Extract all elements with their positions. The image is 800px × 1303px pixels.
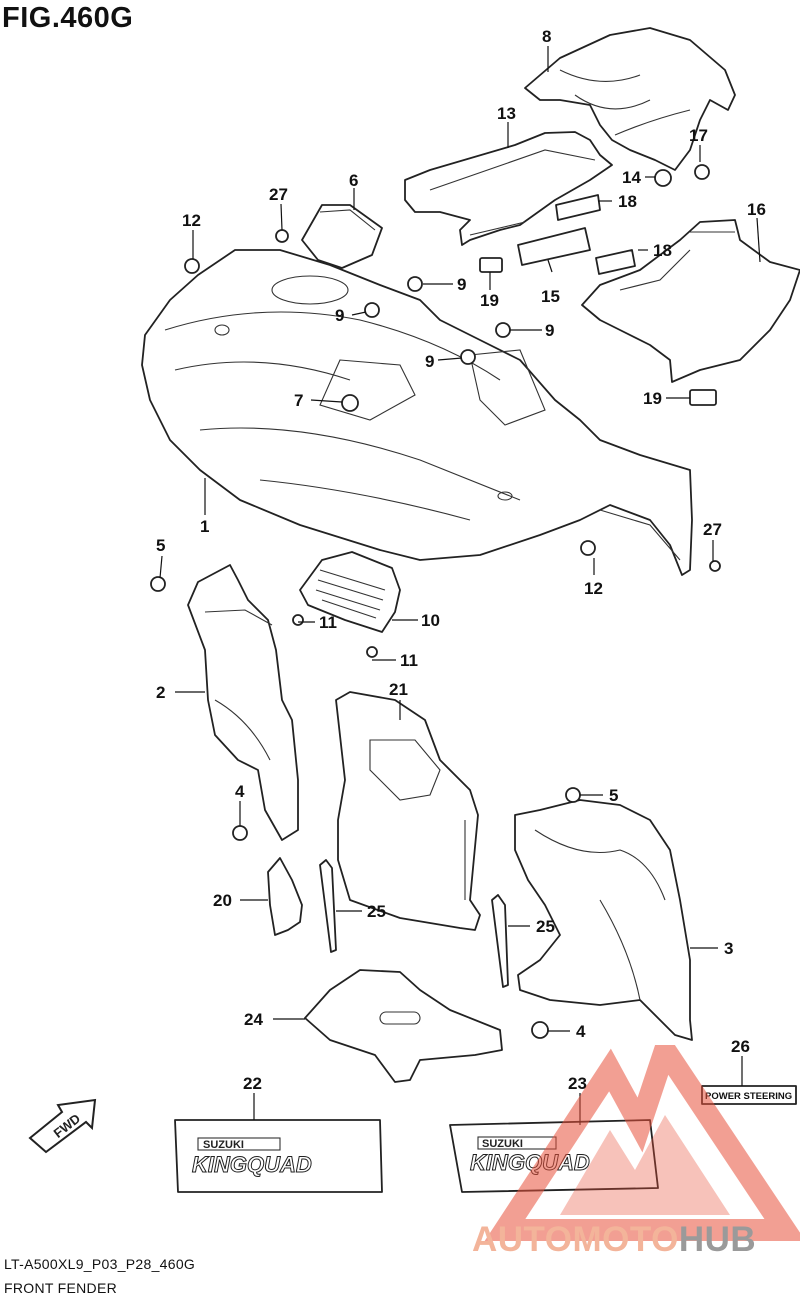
part-15-pad <box>517 227 591 266</box>
callout-19: 19 <box>480 291 499 310</box>
part-21-flap <box>335 691 481 931</box>
power-steering-text: POWER STEERING <box>705 1091 792 1102</box>
decal-22-brand: SUZUKI <box>203 1139 244 1151</box>
watermark-text-part1: AUTOMOTO <box>472 1220 679 1259</box>
part-16-panel <box>581 219 800 383</box>
callout-numbers: 8 13 17 14 18 16 18 15 19 19 27 6 12 9 9… <box>156 27 766 1093</box>
part-6-cover <box>301 204 383 269</box>
callout-21: 21 <box>389 680 408 699</box>
callout-19: 19 <box>643 389 662 408</box>
part-22-decal: SUZUKI KINGQUAD <box>174 1119 383 1193</box>
part-10-grille <box>299 551 401 633</box>
decal-22-model: KINGQUAD <box>192 1152 312 1177</box>
part-19-block-a <box>479 257 503 273</box>
callout-4: 4 <box>576 1022 586 1041</box>
decal-23-model: KINGQUAD <box>470 1150 590 1175</box>
callout-9: 9 <box>457 275 466 294</box>
callout-15: 15 <box>541 287 560 306</box>
callout-26: 26 <box>731 1037 750 1056</box>
callout-18: 18 <box>653 241 672 260</box>
callout-11: 11 <box>400 651 418 670</box>
callout-9: 9 <box>335 306 344 325</box>
part-25-tie-b <box>491 894 509 988</box>
callout-6: 6 <box>349 171 358 190</box>
leader-lines <box>159 46 761 1125</box>
callout-13: 13 <box>497 104 516 123</box>
callout-7: 7 <box>294 391 303 410</box>
watermark-logo <box>484 1045 800 1241</box>
callout-27: 27 <box>703 520 722 539</box>
callout-10: 10 <box>421 611 440 630</box>
figure-name: FRONT FENDER <box>4 1280 118 1296</box>
callout-8: 8 <box>542 27 551 46</box>
callout-25: 25 <box>367 902 386 921</box>
part-25-tie-a <box>319 859 337 953</box>
part-18-pad-b <box>595 249 636 275</box>
part-24-plate <box>304 969 503 1083</box>
callout-4: 4 <box>235 782 245 801</box>
callout-12: 12 <box>584 579 603 598</box>
part-20-bracket <box>267 857 303 936</box>
part-2-left-inner-fender <box>187 564 299 841</box>
callout-18: 18 <box>618 192 637 211</box>
callout-27: 27 <box>269 185 288 204</box>
fasteners <box>150 164 721 1039</box>
part-8-cover <box>524 27 736 171</box>
figure-code: LT-A500XL9_P03_P28_460G <box>4 1256 196 1272</box>
callout-2: 2 <box>156 683 165 702</box>
watermark-text-part2: HUB <box>678 1220 757 1259</box>
part-1-front-fender <box>141 249 693 576</box>
callout-17: 17 <box>689 126 708 145</box>
callout-5: 5 <box>609 786 618 805</box>
callout-25: 25 <box>536 917 555 936</box>
callout-16: 16 <box>747 200 766 219</box>
decal-23-brand: SUZUKI <box>482 1138 523 1150</box>
callout-11: 11 <box>319 613 337 632</box>
callout-3: 3 <box>724 939 733 958</box>
callout-23: 23 <box>568 1074 587 1093</box>
callout-1: 1 <box>200 517 209 536</box>
callout-14: 14 <box>622 168 641 187</box>
figure-title: FIG.460G <box>2 2 134 34</box>
callout-5: 5 <box>156 536 165 555</box>
callout-24: 24 <box>244 1010 263 1029</box>
callout-22: 22 <box>243 1074 262 1093</box>
callout-9: 9 <box>425 352 434 371</box>
part-18-pad-a <box>555 194 601 221</box>
callout-20: 20 <box>213 891 232 910</box>
fwd-arrow: FWD <box>28 1098 97 1154</box>
part-3-right-inner-fender <box>514 799 693 1041</box>
callout-9: 9 <box>545 321 554 340</box>
callout-12: 12 <box>182 211 201 230</box>
part-19-block-b <box>689 389 717 406</box>
part-13-bracket <box>404 131 613 246</box>
watermark-text: AUTOMOTOHUB <box>472 1220 756 1260</box>
